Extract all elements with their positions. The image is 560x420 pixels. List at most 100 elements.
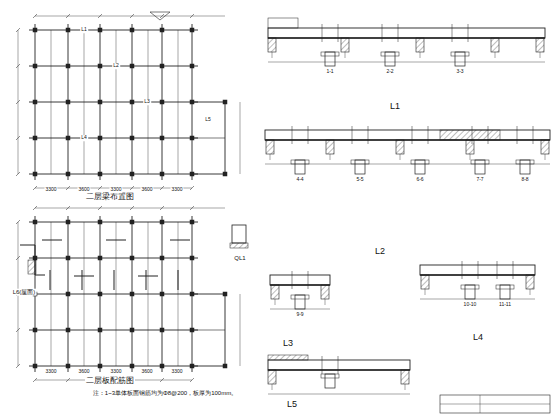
drawing-rect [266, 140, 274, 154]
drawing-line [420, 299, 535, 300]
drawing-rect [401, 370, 409, 384]
drawing-rect [230, 243, 248, 248]
drawing-rect [516, 160, 534, 164]
drawing-rect [130, 64, 134, 68]
drawing-line [292, 126, 293, 144]
drawing-rect [66, 64, 70, 68]
drawing-line [420, 52, 421, 58]
drawing-rect [326, 140, 334, 154]
drawing-label: 注：1~3单体板面钢筋均为Φ8@200，板厚为100mm。 [92, 390, 238, 397]
drawing-rect [98, 292, 102, 296]
drawing-label: 3600 [140, 187, 153, 193]
drawing-label: 3300 [44, 187, 57, 193]
drawing-rect [66, 172, 70, 176]
drawing-line [420, 274, 535, 275]
drawing-line [42, 240, 62, 241]
drawing-label: 3300 [109, 187, 122, 193]
drawing-rect [268, 355, 308, 360]
drawing-rect [130, 256, 134, 260]
drawing-rect [190, 136, 194, 140]
drawing-line [452, 24, 453, 42]
drawing-label: 11-11 [498, 302, 512, 308]
drawing-label: QL1 [233, 255, 246, 262]
drawing-line [16, 328, 20, 332]
drawing-line [130, 186, 134, 190]
drawing-label: 10-10 [463, 302, 478, 308]
drawing-line [268, 369, 410, 370]
drawing-line [478, 261, 479, 279]
drawing-line [66, 14, 70, 18]
drawing-line [270, 154, 271, 160]
drawing-label: 4-4 [295, 177, 304, 183]
drawing-rect [190, 256, 194, 260]
drawing-rect [33, 136, 37, 140]
drawing-rect [496, 285, 514, 289]
drawing-line [308, 126, 309, 144]
drawing-rect [295, 160, 305, 174]
drawing-line [66, 186, 70, 190]
drawing-label: 二层梁布置图 [85, 193, 135, 202]
drawing-rect [351, 160, 369, 164]
drawing-rect [381, 52, 399, 56]
drawing-line [412, 126, 413, 144]
drawing-line [322, 356, 323, 374]
drawing-rect [321, 285, 329, 299]
drawing-rect [33, 172, 37, 176]
drawing-line [545, 154, 546, 160]
drawing-rect [190, 100, 194, 104]
drawing-line [16, 220, 20, 224]
drawing-line [160, 378, 164, 382]
drawing-rect [190, 28, 194, 32]
drawing-rect [160, 256, 164, 260]
drawing-line [192, 138, 225, 139]
drawing-rect [98, 64, 102, 68]
drawing-label: L2 [112, 63, 120, 69]
drawing-line [98, 206, 102, 210]
drawing-rect [421, 275, 429, 289]
drawing-line [530, 289, 531, 295]
drawing-rect [98, 364, 102, 368]
drawing-label: 9-9 [295, 312, 304, 318]
drawing-rect [321, 52, 339, 56]
drawing-label: 3600 [140, 369, 153, 375]
drawing-rect [66, 292, 70, 296]
drawing-line [16, 172, 20, 176]
drawing-rect [33, 220, 37, 224]
drawing-rect [130, 328, 134, 332]
drawing-line [160, 186, 164, 190]
drawing-line [178, 270, 179, 290]
drawing-line [517, 126, 518, 144]
drawing-label: L5 [204, 117, 212, 123]
drawing-line [29, 258, 198, 259]
drawing-line [33, 206, 37, 210]
drawing-line [540, 52, 541, 58]
drawing-label: 3600 [77, 187, 90, 193]
drawing-line [116, 222, 117, 366]
drawing-line [74, 276, 94, 277]
drawing-label: 8-8 [520, 177, 529, 183]
drawing-rect [98, 100, 102, 104]
drawing-rect [66, 136, 70, 140]
drawing-line [130, 206, 134, 210]
drawing-line [146, 270, 147, 290]
drawing-line [84, 30, 85, 174]
drawing-rect [385, 52, 395, 66]
drawing-rect [536, 38, 544, 52]
drawing-rect [451, 52, 469, 56]
drawing-rect [130, 172, 134, 176]
drawing-line [398, 24, 399, 42]
drawing-label: L1 [80, 27, 88, 33]
drawing-rect [471, 160, 489, 164]
drawing-rect [190, 172, 194, 176]
drawing-label: L5 [286, 400, 298, 410]
drawing-rect [98, 28, 102, 32]
drawing-line [16, 64, 20, 68]
drawing-label: 3300 [170, 369, 183, 375]
drawing-label: 3600 [77, 369, 90, 375]
drawing-rect [98, 328, 102, 332]
drawing-line [322, 24, 323, 42]
drawing-line [468, 24, 469, 42]
drawing-rect [321, 374, 339, 378]
drawing-line [16, 136, 20, 140]
